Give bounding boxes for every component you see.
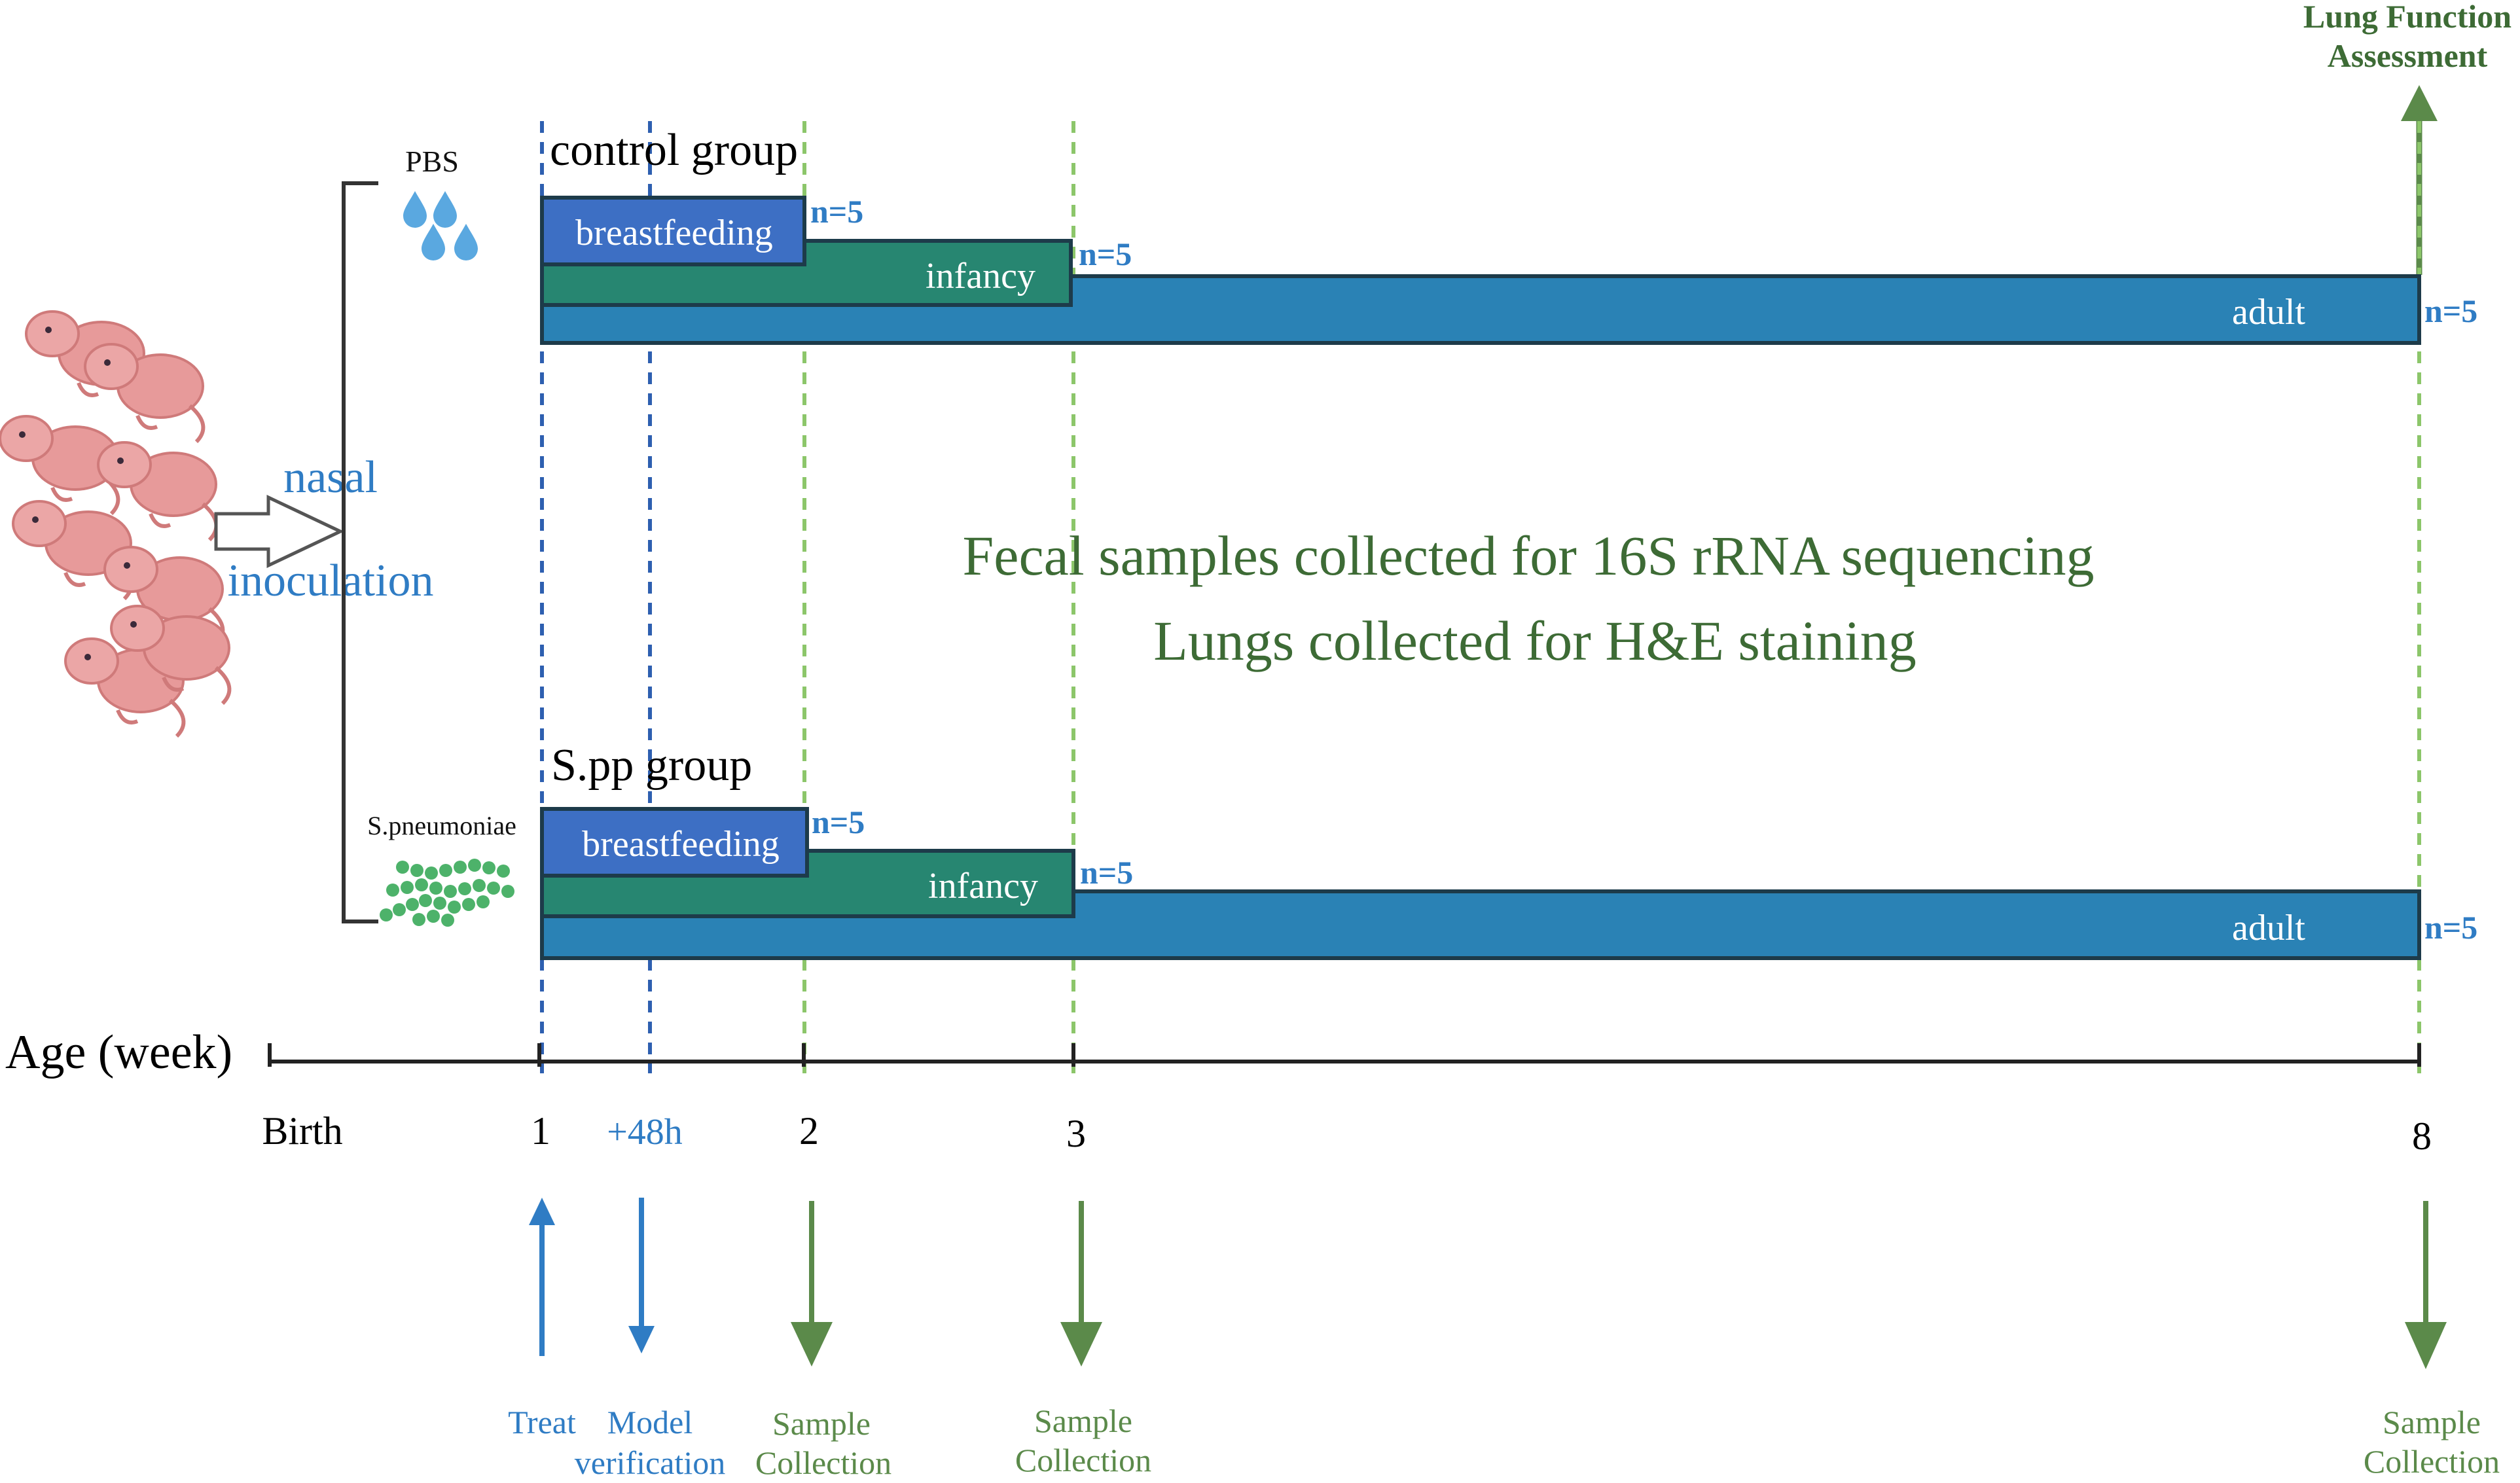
treat-up-arrow <box>529 1198 555 1356</box>
center-text-line2: Lungs collected for H&E staining <box>1153 609 1917 672</box>
event-label-sample-week2-line1: Sample <box>772 1405 871 1442</box>
spp-group-title: S.pp group <box>551 740 752 791</box>
lung-function-up-arrow <box>2401 85 2438 275</box>
control-adult-label: adult <box>2232 292 2305 332</box>
spp-adult-bar <box>540 889 2421 960</box>
bacteria-chain-icon <box>380 859 514 927</box>
spneumoniae-label: S.pneumoniae <box>367 811 516 840</box>
event-label-sample-week3-line2: Collection <box>1015 1442 1151 1478</box>
sample-collection-down-arrow-week3 <box>1060 1201 1102 1367</box>
spp-timeline <box>540 807 2421 960</box>
inoculation-label-line1: nasal <box>283 452 378 503</box>
center-text-line1: Fecal samples collected for 16S rRNA seq… <box>962 524 2094 587</box>
control-timeline <box>540 196 2421 345</box>
axis-title: Age (week) <box>5 1026 232 1079</box>
inoculation-label-line2: inoculation <box>228 556 434 606</box>
tick-label-week3: 3 <box>1066 1112 1086 1155</box>
tick-label-birth: Birth <box>262 1109 342 1152</box>
lung-function-label-line2: Assessment <box>2328 37 2488 74</box>
water-drops-icon <box>403 191 478 260</box>
tick-label-48h: +48h <box>607 1112 683 1152</box>
age-axis <box>268 1043 2421 1067</box>
event-label-model-line2: verification <box>575 1444 725 1480</box>
control-n-infancy: n=5 <box>1079 236 1132 272</box>
tick-label-week1: 1 <box>531 1109 550 1152</box>
model-verification-down-arrow <box>628 1198 655 1353</box>
control-group-title: control group <box>550 125 798 175</box>
event-label-sample-week8-line2: Collection <box>2364 1443 2500 1480</box>
control-n-breastfeeding: n=5 <box>810 193 863 230</box>
event-label-sample-week3-line1: Sample <box>1034 1403 1132 1439</box>
sample-collection-down-arrow-week2 <box>791 1201 833 1367</box>
spp-breastfeeding-label: breastfeeding <box>582 824 780 865</box>
spp-n-infancy: n=5 <box>1080 854 1133 891</box>
lung-function-label-line1: Lung Function <box>2303 0 2511 35</box>
spp-n-breastfeeding: n=5 <box>812 804 865 840</box>
spp-adult-label: adult <box>2232 908 2305 948</box>
spp-breastfeeding-bar <box>540 807 809 878</box>
spp-n-adult: n=5 <box>2424 909 2477 946</box>
inoculation-arrow-icon <box>214 495 344 568</box>
event-label-sample-week2-line2: Collection <box>755 1444 891 1480</box>
event-label-sample-week8-line1: Sample <box>2383 1404 2481 1440</box>
control-n-adult: n=5 <box>2424 293 2477 329</box>
event-label-treat: Treat <box>508 1404 576 1440</box>
tick-label-week8: 8 <box>2412 1115 2432 1158</box>
spp-infancy-label: infancy <box>928 866 1038 906</box>
mice-pile-icon <box>0 312 229 736</box>
event-label-model-line1: Model <box>607 1404 693 1440</box>
group-bracket <box>342 181 378 923</box>
tick-label-week2: 2 <box>799 1109 819 1152</box>
sample-collection-down-arrow-week8 <box>2405 1201 2447 1369</box>
pbs-label: PBS <box>405 145 459 178</box>
control-breastfeeding-label: breastfeeding <box>575 213 773 253</box>
control-infancy-label: infancy <box>926 256 1035 296</box>
control-breastfeeding-bar <box>540 196 806 266</box>
